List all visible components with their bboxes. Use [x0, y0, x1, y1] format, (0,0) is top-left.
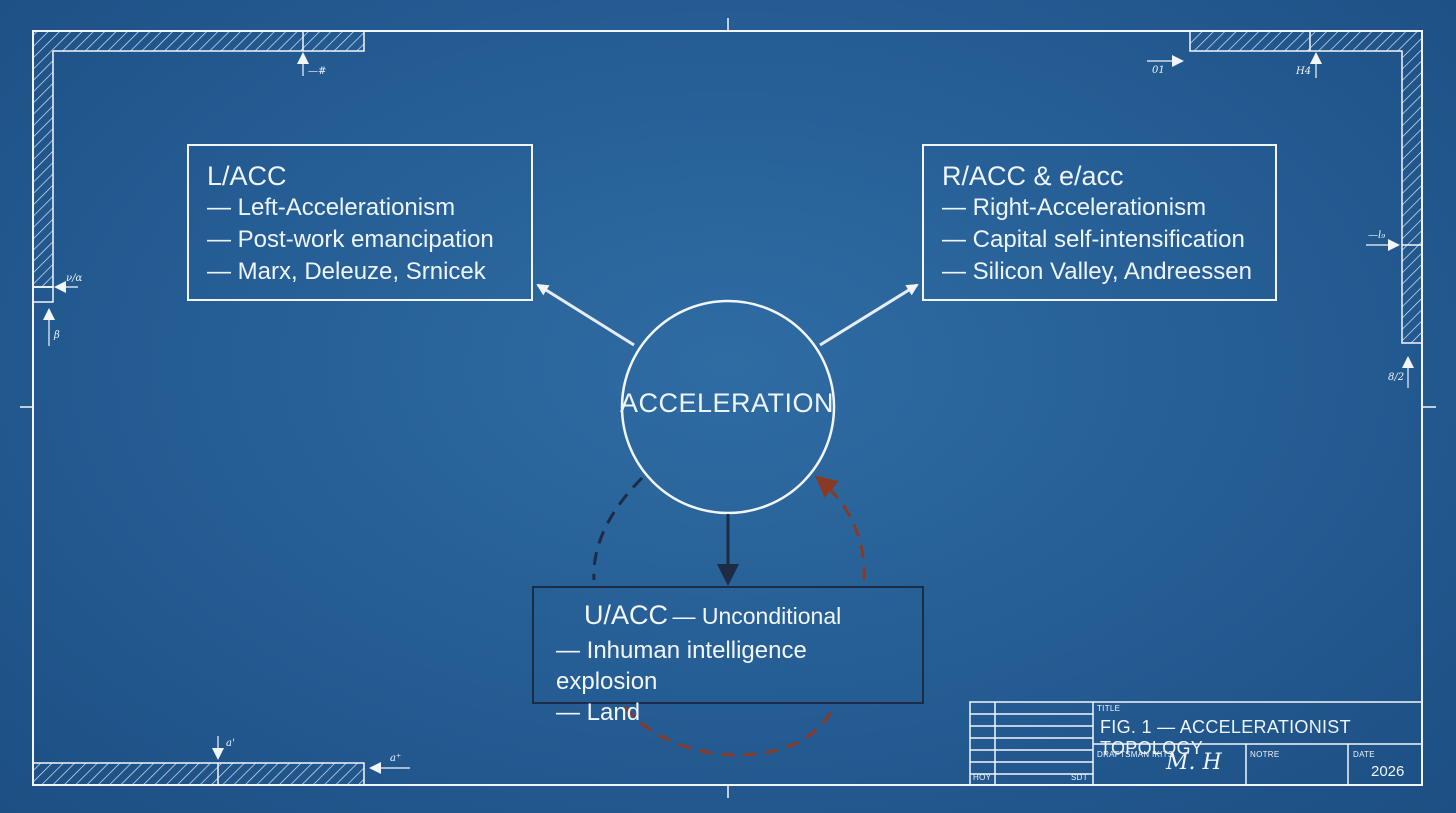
date-value: 2026 [1371, 763, 1405, 780]
unconditional-acc-line: — Inhuman intelligence explosion [556, 637, 807, 695]
dark-dashed-loop [592, 476, 644, 581]
margin-note: ν/α [66, 273, 83, 284]
margin-note: 8/2 [1388, 372, 1405, 383]
unconditional-acc-node: U/ACC — Unconditional — Inhuman intellig… [532, 586, 924, 726]
left-acc-title: L/ACC [207, 161, 287, 191]
unconditional-acc-title: U/ACC [584, 600, 669, 630]
hatched-wall-top-left [32, 30, 365, 303]
left-acc-node: L/ACC — Left-Accelerationism — Post-work… [187, 144, 533, 301]
hoy-caption: HOY [973, 773, 992, 782]
figure-title: FIG. 1 — ACCELERATIONIST TOPOLOGY [1100, 717, 1351, 758]
title-caption: TITLE [1097, 704, 1121, 713]
dimension-marks [43, 52, 1414, 774]
right-acc-line: — Right-Accelerationism [942, 194, 1207, 221]
date-caption: DATE [1353, 750, 1375, 759]
margin-note: 01 [1152, 65, 1165, 76]
margin-note: —# [308, 66, 327, 77]
unconditional-acc-line: — Land [556, 699, 641, 726]
sdt-caption: SDT [1071, 773, 1088, 782]
margin-note: β [54, 330, 60, 341]
draftsman-caption: DRAFTSMAN IKITS [1097, 750, 1174, 759]
right-acc-node: R/ACC & e/acc — Right-Accelerationism — … [922, 144, 1277, 301]
margin-note: —l₉ [1368, 230, 1386, 241]
unconditional-acc-subtitle: — Unconditional [672, 603, 842, 629]
frame-center-ticks [20, 18, 1436, 798]
margin-note: a⁺ [390, 753, 402, 764]
left-acc-line: — Marx, Deleuze, Srnicek [207, 258, 486, 285]
hatched-wall-bottom-left [32, 762, 365, 786]
hatched-wall-top-right [1189, 30, 1423, 344]
left-acc-line: — Left-Accelerationism [207, 194, 456, 221]
acceleration-circle [620, 299, 836, 515]
red-dashed-loop-bottom [623, 706, 836, 757]
arrow-to-right-node [819, 283, 919, 347]
acceleration-label: ACCELERATION [619, 388, 835, 418]
left-acc-line: — Post-work emancipation [207, 226, 494, 253]
notre-caption: NOTRE [1250, 750, 1280, 759]
draftsman-signature: M. H [1166, 750, 1222, 775]
right-acc-title: R/ACC & e/acc [942, 161, 1124, 191]
right-acc-line: — Capital self-intensification [942, 226, 1245, 253]
margin-note: a' [226, 738, 235, 749]
red-dashed-loop-right [814, 475, 866, 581]
margin-note: H4 [1296, 66, 1312, 77]
right-acc-line: — Silicon Valley, Andreessen [942, 258, 1252, 285]
title-block [969, 701, 1423, 786]
arrow-to-left-node [536, 283, 635, 347]
